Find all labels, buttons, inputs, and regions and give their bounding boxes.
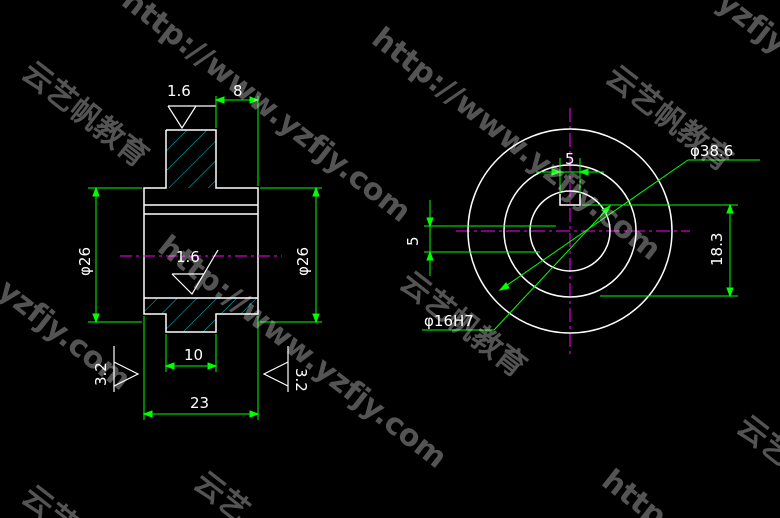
dim-diameter-right-label: φ26 bbox=[294, 247, 312, 276]
dim-overall-width-label: 23 bbox=[190, 394, 209, 412]
watermark-brand-1: 云艺帆教育 bbox=[15, 55, 155, 175]
outer-circle bbox=[467, 128, 673, 334]
dim-diameter-left-label: φ26 bbox=[76, 247, 94, 276]
watermark-brand-5: 云艺 bbox=[187, 465, 256, 518]
hub-circle bbox=[503, 164, 637, 298]
roughness-left-label: 3.2 bbox=[92, 362, 110, 386]
dim-hub-bottom bbox=[164, 334, 218, 372]
part-outline bbox=[143, 129, 259, 333]
dim-keyway-top bbox=[536, 158, 604, 194]
dim-keyway-left-label: 5 bbox=[404, 236, 422, 246]
dim-diameter-left bbox=[88, 186, 142, 324]
dim-outer-diameter-label: φ38.6 bbox=[690, 142, 733, 160]
watermark-brand-6: 云艺 bbox=[15, 479, 84, 518]
roughness-symbol-right bbox=[262, 346, 289, 392]
dim-diameter-right bbox=[260, 186, 322, 324]
watermark-brand-3: 云艺帆教育 bbox=[393, 265, 533, 385]
dim-outer-diameter bbox=[498, 159, 760, 291]
dim-hub-bottom-label: 10 bbox=[184, 346, 203, 364]
dim-overall-width bbox=[142, 316, 260, 420]
dim-keyway-top-label: 5 bbox=[565, 150, 575, 168]
roughness-right-label: 3.2 bbox=[292, 368, 310, 392]
keyway bbox=[559, 194, 581, 206]
front-view: 5 5 18.3 φ38.6 bbox=[404, 108, 760, 356]
dim-hub-width bbox=[214, 96, 260, 186]
roughness-symbol-center bbox=[171, 249, 219, 295]
watermark-brand-2: 云艺帆教育 bbox=[599, 59, 739, 179]
roughness-center-label: 1.6 bbox=[176, 248, 200, 266]
dim-hub-width-label: 8 bbox=[233, 82, 243, 100]
hatch-bottom bbox=[144, 298, 258, 332]
roughness-symbol-top bbox=[167, 105, 216, 130]
watermark-brand-4: 云艺帆教育 bbox=[730, 409, 780, 518]
dim-bore-diameter bbox=[422, 204, 612, 331]
dim-bore-diameter-label: φ16H7 bbox=[424, 312, 474, 330]
watermark-url-1: http://www.yzfjy.com bbox=[115, 0, 417, 230]
dim-keyway-left bbox=[424, 200, 556, 276]
bore-circle bbox=[529, 190, 611, 272]
side-view: 1.6 1.6 8 φ26 bbox=[76, 82, 322, 420]
dim-keyway-depth bbox=[582, 203, 738, 298]
watermark-url-3: yzfjy bbox=[710, 0, 780, 62]
watermark-url-6: http bbox=[595, 463, 673, 518]
dim-keyway-depth-label: 18.3 bbox=[708, 233, 726, 266]
roughness-top-label: 1.6 bbox=[167, 82, 191, 100]
hatch-top bbox=[166, 130, 216, 188]
watermark-url-5: yzfjy.com bbox=[0, 273, 137, 398]
roughness-symbol-left bbox=[113, 346, 140, 392]
hatch-top-flange bbox=[144, 188, 258, 205]
